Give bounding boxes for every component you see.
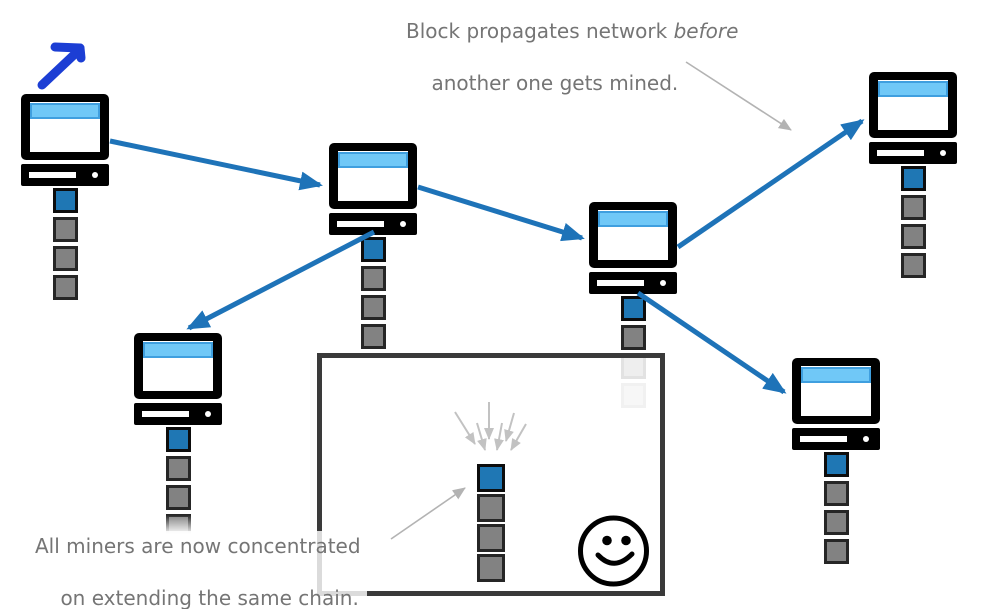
monitor-icon	[134, 333, 222, 399]
new-block	[52, 188, 78, 213]
system-unit-icon	[792, 428, 880, 450]
block	[477, 494, 505, 522]
miner-node-top-right	[869, 72, 957, 278]
monitor-icon	[21, 94, 109, 160]
block	[477, 554, 505, 582]
blockchain	[329, 237, 417, 349]
new-block	[477, 464, 505, 492]
block	[52, 217, 78, 242]
block	[823, 539, 849, 564]
propagation-arrow	[417, 184, 585, 242]
titlebar	[801, 367, 871, 383]
titlebar	[598, 211, 668, 227]
miners-note: All miners are now concentrated on exten…	[33, 531, 367, 609]
system-unit-icon	[134, 403, 222, 425]
block	[477, 524, 505, 552]
miner-node-middle	[329, 143, 417, 349]
monitor-icon	[589, 202, 677, 268]
blockchain	[21, 188, 109, 300]
miner-node-bottom-left	[130, 333, 226, 541]
block	[165, 485, 191, 510]
block	[52, 275, 78, 300]
blockchain	[792, 452, 880, 564]
system-unit-icon	[329, 213, 417, 235]
new-block	[360, 237, 386, 262]
block	[52, 246, 78, 271]
block	[360, 266, 386, 291]
titlebar	[143, 342, 213, 358]
mining-doodle-arrow-icon	[37, 42, 86, 90]
propagation-note-line2: another one gets mined.	[431, 71, 679, 95]
system-unit-icon	[21, 164, 109, 186]
new-block	[823, 452, 849, 477]
block	[900, 253, 926, 278]
monitor-icon	[329, 143, 417, 209]
block	[620, 325, 646, 350]
system-unit-icon	[589, 272, 677, 294]
block	[900, 224, 926, 249]
block	[360, 295, 386, 320]
block	[823, 481, 849, 506]
miner-node-top-left	[21, 94, 109, 300]
propagation-arrow	[109, 138, 323, 191]
propagation-note-text: Block propagates network	[406, 19, 674, 43]
monitor-icon	[792, 358, 880, 424]
system-unit-icon	[869, 142, 957, 164]
blockchain	[869, 166, 957, 278]
block	[900, 195, 926, 220]
propagation-note: Block propagates network before another …	[406, 18, 738, 122]
new-block	[620, 296, 646, 321]
miners-note-line2: on extending the same chain.	[60, 586, 359, 609]
new-block	[900, 166, 926, 191]
concentration-highlight-box	[317, 353, 665, 596]
shared-chain	[477, 464, 505, 582]
block	[165, 456, 191, 481]
new-block	[165, 427, 191, 452]
propagation-arrows	[109, 118, 865, 395]
titlebar	[30, 103, 100, 119]
miners-note-line1: All miners are now concentrated	[35, 534, 361, 558]
block	[360, 324, 386, 349]
titlebar	[878, 81, 948, 97]
blockchain	[130, 427, 226, 541]
miner-node-bottom-right	[792, 358, 880, 564]
propagation-arrow	[676, 118, 865, 250]
titlebar	[338, 152, 408, 168]
monitor-icon	[869, 72, 957, 138]
propagation-note-italic: before	[673, 19, 739, 43]
block	[823, 510, 849, 535]
